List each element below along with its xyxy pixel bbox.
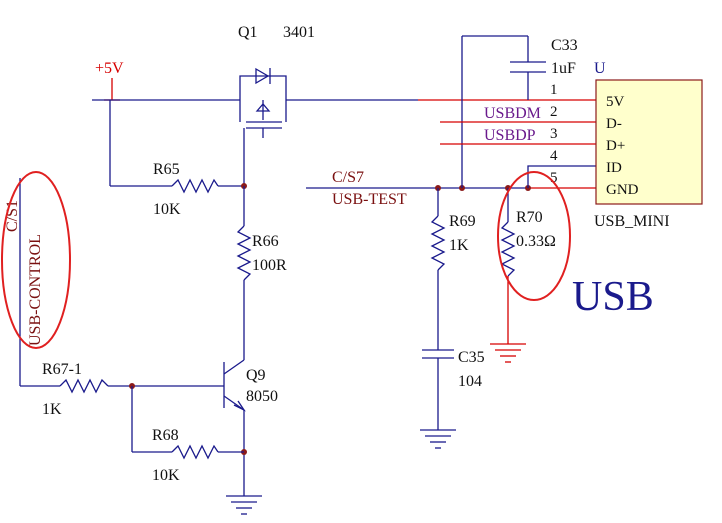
r69-ref: R69	[449, 213, 476, 230]
pin-number: 1	[550, 82, 558, 98]
ground-q9	[226, 495, 262, 515]
net-usbdp-label: USBDP	[484, 127, 536, 144]
r65-resistor: R65 10K	[109, 100, 244, 218]
wire-id	[527, 165, 596, 188]
c33-capacitor: C33 1uF	[461, 35, 578, 188]
q9-transistor: Q9 8050	[223, 359, 278, 496]
pin-number: 2	[550, 104, 558, 120]
connector-box	[595, 79, 703, 205]
q1-ref: Q1	[238, 24, 258, 41]
power-5v: +5V	[95, 60, 124, 101]
r67-resistor: R67-1 1K	[19, 346, 224, 418]
r69-resistor: R69 1K	[430, 188, 476, 350]
connector-ref: U	[594, 60, 606, 77]
net-usb-test-label: USB-TEST	[332, 191, 407, 208]
c35-ref: C35	[458, 349, 485, 366]
r70-ref: R70	[516, 209, 543, 226]
pin-name: ID	[606, 160, 622, 176]
r68-ref: R68	[152, 427, 179, 444]
q1-part: 3401	[283, 24, 315, 41]
r68-value: 10K	[152, 467, 180, 484]
usb-mini-connector: U USB_MINI 1 5V 2 D- 3 D+ 4 ID 5 GND	[550, 60, 703, 230]
q1-mosfet: Q1 3401	[238, 24, 315, 186]
q9-ref: Q9	[246, 367, 266, 384]
pin-name: 5V	[606, 94, 625, 110]
r69-value: 1K	[449, 237, 469, 254]
r66-value: 100R	[252, 257, 287, 274]
q9-part: 8050	[246, 388, 278, 405]
pin-number: 5	[550, 170, 558, 186]
pin-name: D-	[606, 116, 622, 132]
c35-value: 104	[458, 373, 482, 390]
ground-c35	[420, 429, 456, 449]
r68-resistor: R68 10K	[131, 386, 244, 484]
net-usbdm-label: USBDM	[484, 105, 541, 122]
power-label: +5V	[95, 60, 124, 77]
r65-ref: R65	[153, 161, 180, 178]
ground-r70	[490, 343, 526, 363]
r67-value: 1K	[42, 401, 62, 418]
r67-ref: R67-1	[42, 361, 82, 378]
net-usb-test: C/S7 USB-TEST	[306, 169, 596, 208]
highlight-ellipse-control	[1, 171, 71, 349]
highlight-ellipse-r70	[497, 171, 571, 301]
r66-ref: R66	[252, 233, 279, 250]
pin-number: 4	[550, 148, 558, 164]
net-cs7-label: C/S7	[332, 169, 364, 186]
pin-name: GND	[606, 182, 639, 198]
net-usb-control-label: USB-CONTROL	[27, 234, 44, 346]
r70-value: 0.33Ω	[516, 233, 556, 250]
pin-number: 3	[550, 126, 558, 142]
r65-value: 10K	[153, 201, 181, 218]
connector-name: USB_MINI	[594, 213, 670, 230]
r66-resistor: R66 100R	[236, 186, 287, 360]
c35-capacitor: C35 104	[422, 349, 485, 430]
c33-ref: C33	[551, 37, 578, 54]
r70-resistor: R70 0.33Ω	[500, 188, 556, 344]
usb-annotation: USB	[572, 274, 654, 320]
c33-value: 1uF	[551, 60, 576, 77]
pin-name: D+	[606, 138, 625, 154]
